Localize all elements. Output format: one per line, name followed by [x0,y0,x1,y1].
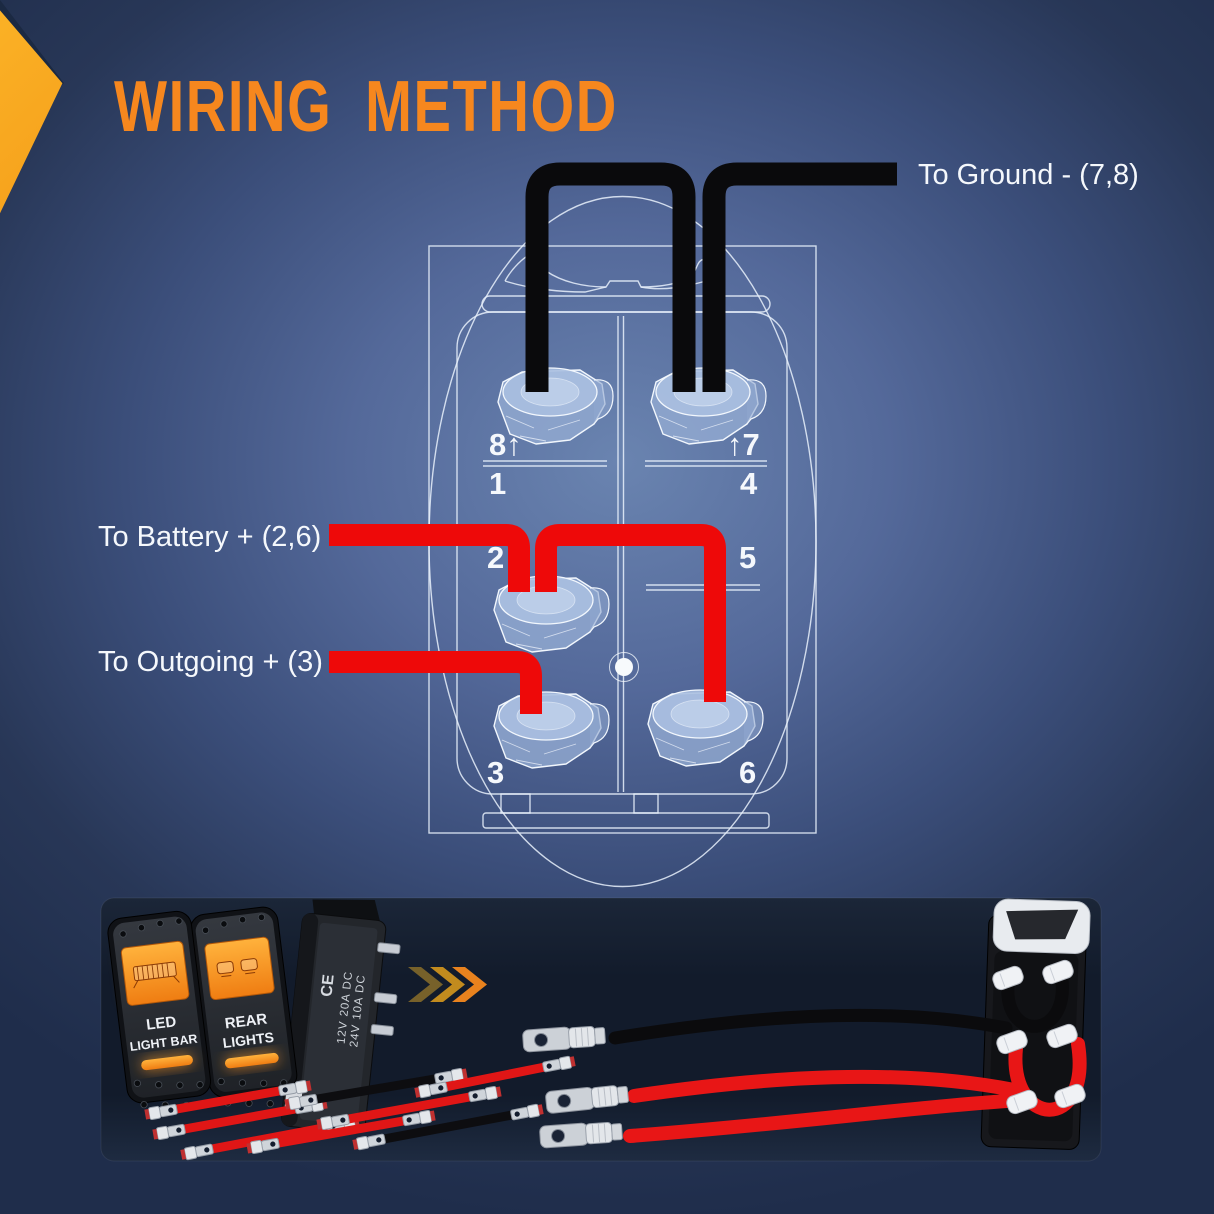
center-screw-dot [615,658,633,676]
rocker-cap-inset [1006,909,1079,940]
red-jumper-loop [1008,1037,1087,1117]
black-jumper-loop [1001,973,1069,1033]
switch2-label-line1: REAR [224,1010,268,1032]
terminal-label-3: 3 [487,755,504,790]
jumper-wire [283,1066,469,1112]
rocker-switch-rear-lights: REAR LIGHTS [189,906,298,1108]
page-title: WIRING METHOD [114,67,618,147]
product-strip: CE 12V 20A DC 24V 10A DC REAR LIGHTS [100,897,1102,1162]
rocker-switch-led-light-bar: LED LIGHT BAR [107,910,212,1110]
battery-jumper-wire-2-6 [535,524,726,702]
jumper-wire [245,1108,437,1156]
red-cable-2 [623,1093,1031,1143]
base-plate [482,812,770,829]
terminal-label-5: 5 [739,540,756,575]
illuminated-window [120,940,190,1006]
switch-pin [377,942,401,955]
red-cable-1 [627,1069,1021,1103]
screw-dots [201,913,288,1108]
mount-tab-right [633,793,659,814]
jumper-wire [151,1096,329,1142]
battery-wire [329,524,530,592]
ground-wire [702,162,897,392]
terminal-label-2: 2 [487,540,504,575]
terminal-label-1: 1 [489,466,506,501]
switch1-label-line1: LED [145,1013,177,1034]
mount-tab-left [500,793,531,814]
rear-lights-icon [216,958,258,978]
switch-side-view: CE 12V 20A DC 24V 10A DC [281,899,401,1134]
bezel-band [481,295,771,313]
jumper-wire [143,1078,313,1122]
wire-harness [143,1054,577,1161]
jumper-wire [351,1102,545,1152]
led-light-bar-icon [132,961,180,989]
outgoing-label: To Outgoing + (3) [98,646,323,678]
terminal-label-4: 4 [740,466,758,501]
wired-switch-photo [521,898,1091,1150]
terminal-label-8: 8↑ [489,427,522,462]
terminal-label-6: 6 [739,755,756,790]
switch-pin [373,992,398,1005]
terminal-label-7: ↑7 [727,427,760,462]
center-divider [617,316,625,792]
switch2-label-line2: LIGHTS [222,1029,275,1051]
panel-grooves [483,460,767,591]
indicator-bar [141,1055,193,1071]
ce-mark: CE [318,973,337,997]
outgoing-wire [329,651,542,714]
center-screw-ring [609,652,639,682]
battery-label: To Battery + (2,6) [98,521,321,553]
ground-cable [608,1008,1013,1045]
jumper-wire [413,1054,577,1100]
illuminated-window [204,936,275,1001]
ground-label: To Ground - (7,8) [918,159,1139,191]
jumper-wire [315,1084,503,1132]
switch-pin [370,1024,394,1036]
ground-jumper-wire-8-7 [525,162,696,392]
side-body-face [299,922,378,1126]
triple-chevron-right-icon [408,967,487,1002]
terminal-lug-3 [493,691,610,769]
indicator-bar [224,1052,279,1069]
